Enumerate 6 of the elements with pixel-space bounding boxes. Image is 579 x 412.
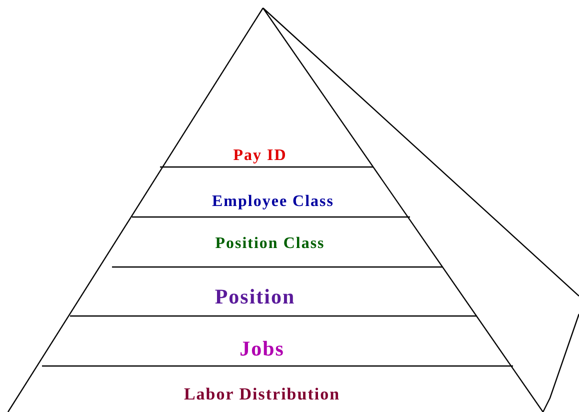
tier-label: Position — [214, 286, 296, 308]
tier-label: Jobs — [240, 338, 284, 360]
tier-label: Labor Distribution — [184, 386, 340, 402]
tier-label: Pay ID — [233, 148, 287, 164]
tier-label: Position Class — [215, 236, 325, 252]
tier-label: Employee Class — [212, 194, 334, 210]
